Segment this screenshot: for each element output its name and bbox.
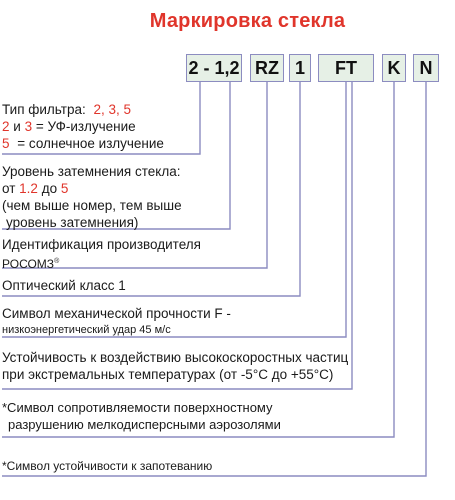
code-box-mechanical-strength: FT bbox=[318, 54, 374, 82]
surface-line2: разрушению мелкодисперсными аэрозолями bbox=[8, 417, 281, 432]
shade-from-value: 1.2 bbox=[19, 181, 38, 196]
diagram-title: Маркировка стекла bbox=[149, 10, 346, 32]
filter-type-label: Тип фильтра: bbox=[2, 102, 86, 117]
mechanical-block: Символ механической прочности F - низкоэ… bbox=[2, 305, 231, 339]
uv-number-2: 2 bbox=[2, 119, 10, 134]
temperature-block: Устойчивость к воздействию высокоскорост… bbox=[2, 349, 348, 383]
mechanical-title: Символ механической прочности F - bbox=[2, 306, 231, 321]
sun-text: = солнечное излучение bbox=[17, 136, 164, 151]
code-box-manufacturer: RZ bbox=[250, 54, 284, 82]
registered-mark: ® bbox=[54, 258, 60, 265]
connector-manufacturer bbox=[2, 82, 268, 269]
shade-note-line2: уровень затемнения) bbox=[6, 215, 139, 230]
code-box-surface-resistance: K bbox=[382, 54, 406, 82]
temperature-line2: при экстремальных температурах (от -5°С … bbox=[2, 367, 334, 382]
connector-temperature bbox=[2, 82, 353, 390]
code-box-filter-shade: 2 - 1,2 bbox=[186, 54, 242, 82]
shade-from-word: от bbox=[2, 181, 16, 196]
code-box-optical-class: 1 bbox=[289, 54, 311, 82]
connector-mechanical bbox=[2, 82, 347, 338]
uv-and: и bbox=[13, 119, 21, 134]
connector-anti-fog bbox=[2, 82, 427, 477]
shade-level-block: Уровень затемнения стекла: от 1.2 до 5 (… bbox=[2, 163, 182, 231]
uv-text: = УФ-излучение bbox=[35, 119, 136, 134]
surface-line1: *Символ сопротивляемости поверхностному bbox=[2, 400, 273, 415]
manufacturer-title: Идентификация производителя bbox=[2, 237, 201, 252]
sun-number: 5 bbox=[2, 136, 10, 151]
uv-number-3: 3 bbox=[24, 119, 33, 134]
filter-type-block: Тип фильтра: 2, 3, 5 2 и 3 = УФ-излучени… bbox=[2, 101, 164, 152]
manufacturer-block: Идентификация производителя РОСОМЗ® bbox=[2, 236, 201, 273]
shade-note-line1: (чем выше номер, тем выше bbox=[2, 198, 182, 213]
code-box-anti-fog: N bbox=[413, 54, 439, 82]
shade-to-value: 5 bbox=[60, 181, 69, 196]
shade-to-word: до bbox=[41, 181, 58, 196]
manufacturer-name: РОСОМЗ bbox=[2, 257, 55, 271]
connector-optical-class bbox=[2, 82, 301, 297]
anti-fog-text: *Символ устойчивости к запотеванию bbox=[2, 459, 213, 473]
connector-filter bbox=[2, 82, 201, 155]
connector-surface bbox=[2, 82, 395, 438]
shade-level-title: Уровень затемнения стекла: bbox=[2, 164, 181, 179]
mechanical-detail: низкоэнергетический удар 45 м/с bbox=[2, 324, 171, 336]
optical-class-text: Оптический класс 1 bbox=[2, 278, 126, 293]
surface-block: *Символ сопротивляемости поверхностному … bbox=[2, 399, 281, 433]
filter-type-values: 2, 3, 5 bbox=[93, 102, 132, 117]
connector-shade bbox=[2, 82, 231, 230]
temperature-line1: Устойчивость к воздействию высокоскорост… bbox=[2, 350, 349, 365]
